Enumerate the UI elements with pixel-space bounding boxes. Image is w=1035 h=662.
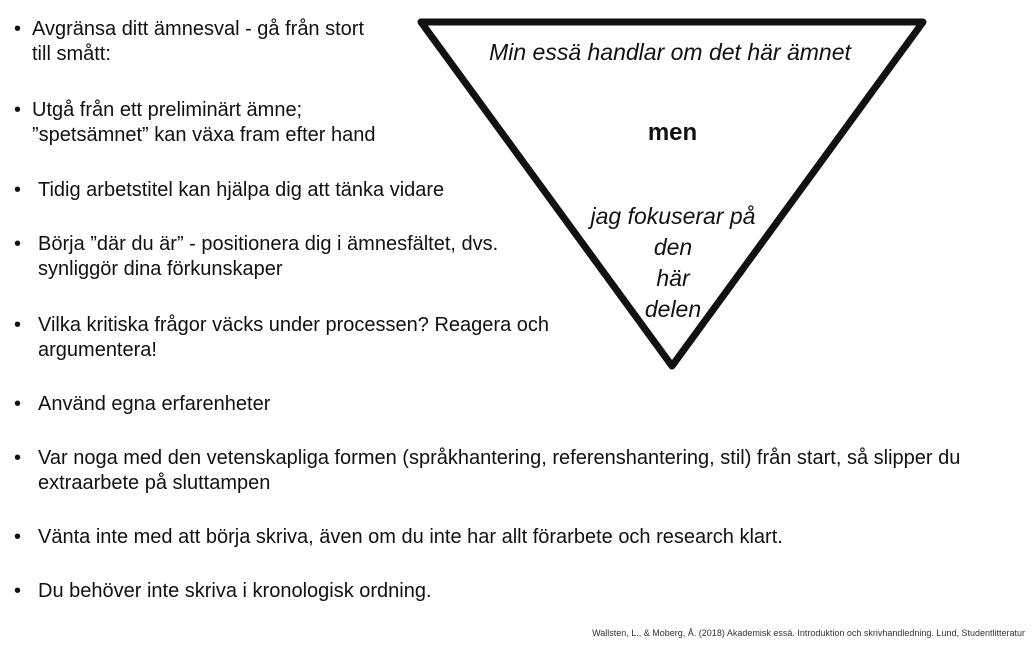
bullet-line: Utgå från ett preliminärt ämne; [32,99,303,121]
funnel-triangle [417,18,927,370]
bullet-dot: • [14,99,22,121]
bullet-line: ”spetsämnet” kan växa fram efter hand [32,124,376,146]
bullet-dot: • [14,18,22,40]
funnel-bottom-line: jag fokuserar på [590,203,756,229]
bullet-line: till smått: [32,43,111,65]
bullet-dot: • [14,580,22,602]
bullet-line: Tidig arbetstitel kan hjälpa dig att tän… [38,179,445,201]
bullet-dot: • [14,314,22,336]
list-item: • Utgå från ett preliminärt ämne; ”spets… [14,98,414,148]
funnel-bottom-text: jag fokuserar på den här delen [568,201,778,325]
funnel-bottom-line: den [653,234,693,260]
bullet-line: synliggör dina förkunskaper [38,258,283,280]
funnel-bottom-line: delen [644,296,702,322]
bullet-dot: • [14,526,22,548]
bullet-line: Avgränsa ditt ämnesval - gå från stort [32,18,365,40]
list-item: • Använd egna erfarenheter [14,392,314,417]
funnel-middle-text: men [647,119,698,146]
funnel-top-text: Min essä handlar om det här ämnet [489,39,851,65]
list-item: • Du behöver inte skriva i kronologisk o… [14,579,534,604]
citation: Wallsten, L., & Moberg, Å. (2018) Akadem… [592,628,1025,638]
bullet-line: Du behöver inte skriva i kronologisk ord… [38,580,432,602]
bullet-dot: • [14,179,22,201]
bullet-line: Vilka kritiska frågor väcks under proces… [38,314,549,336]
bullet-line: argumentera! [38,339,157,361]
bullet-line: extraarbete på sluttampen [38,472,271,494]
list-item: • Tidig arbetstitel kan hjälpa dig att t… [14,178,484,203]
list-item: • Vilka kritiska frågor väcks under proc… [14,313,574,363]
bullet-dot: • [14,393,22,415]
bullet-dot: • [14,447,22,469]
list-item: • Börja ”där du är” - positionera dig i … [14,232,544,282]
bullet-line: Var noga med den vetenskapliga formen (s… [38,447,961,469]
list-item: • Var noga med den vetenskapliga formen … [14,446,1014,496]
list-item: • Avgränsa ditt ämnesval - gå från stort… [14,17,404,67]
funnel-bottom-line: här [656,265,690,291]
bullet-line: Vänta inte med att börja skriva, även om… [38,526,783,548]
bullet-line: Börja ”där du är” - positionera dig i äm… [38,233,499,255]
bullet-dot: • [14,233,22,255]
list-item: • Vänta inte med att börja skriva, även … [14,525,914,550]
bullet-line: Använd egna erfarenheter [38,393,271,415]
